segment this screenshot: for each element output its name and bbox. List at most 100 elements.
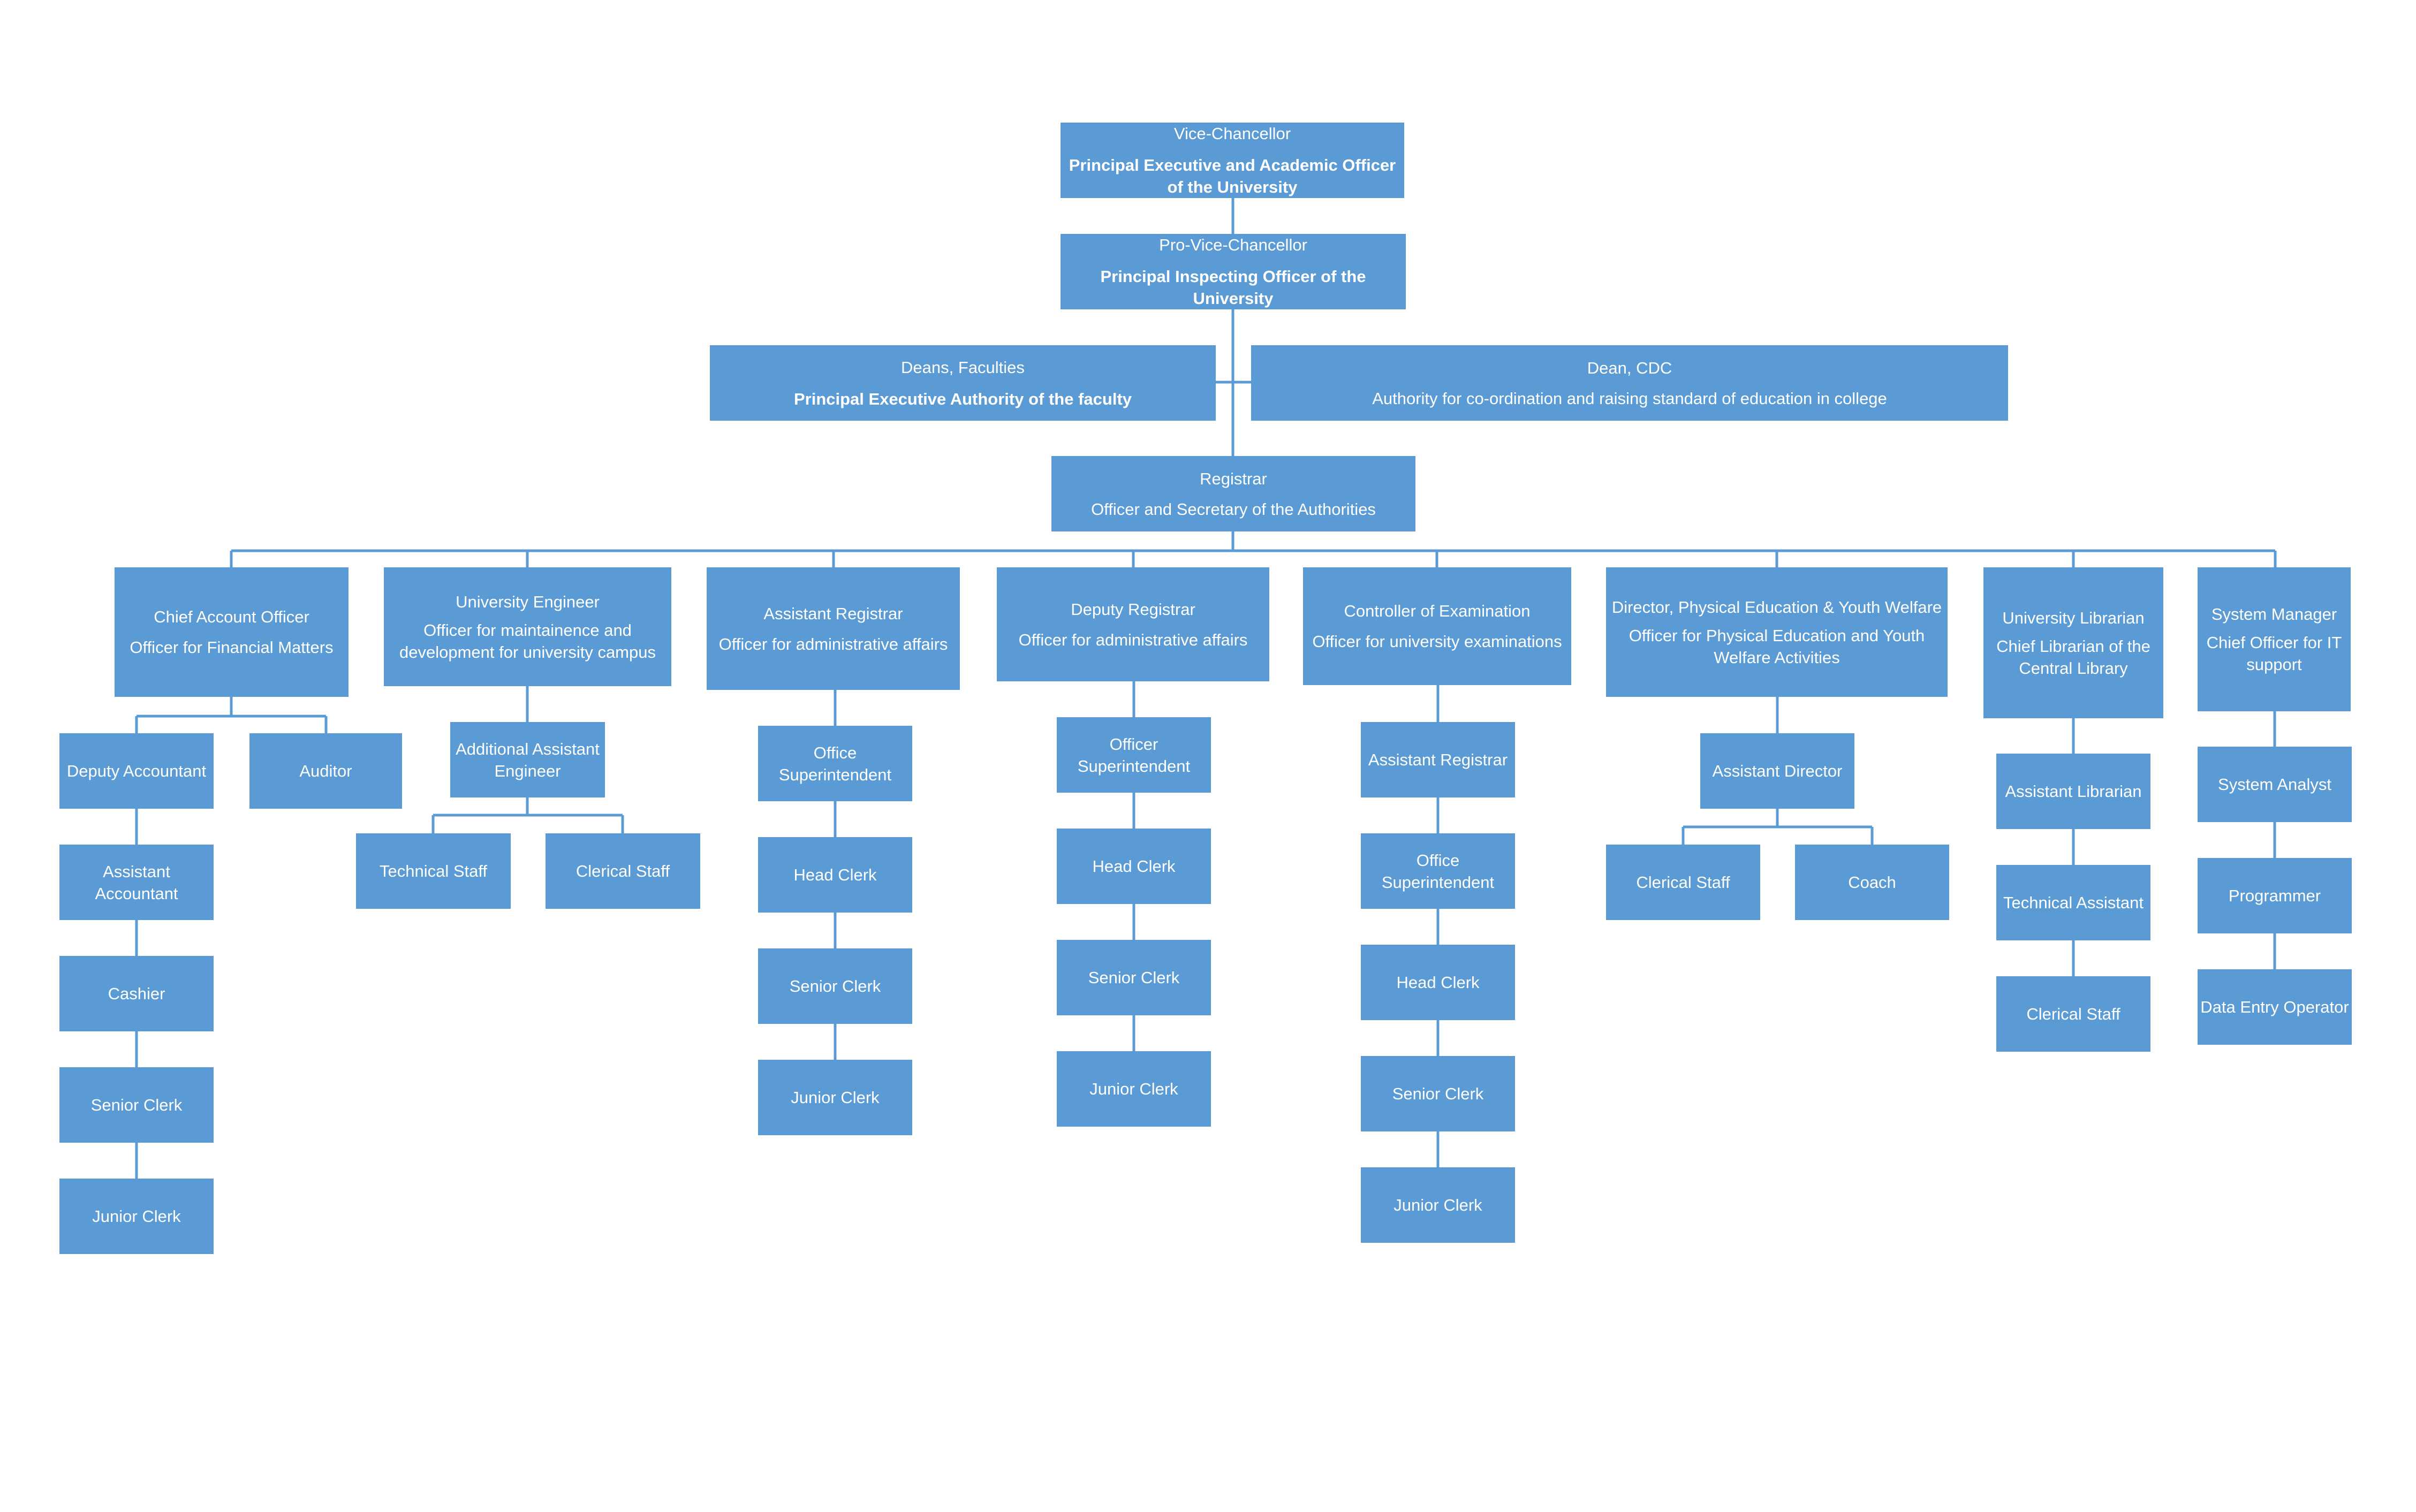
node-title: Assistant Registrar <box>1368 750 1508 769</box>
node-officer-superintendent: Officer Superintendent <box>1057 717 1211 793</box>
node-title: Vice-Chancellor <box>1173 124 1291 143</box>
node-title: Cashier <box>108 984 165 1003</box>
node-description: Principal Inspecting Officer of the Univ… <box>1100 267 1366 308</box>
node-auditor: Auditor <box>249 733 402 809</box>
node-technical-assistant: Technical Assistant <box>1996 865 2150 940</box>
node-title: Junior Clerk <box>1089 1080 1178 1098</box>
node-title: Controller of Examination <box>1344 602 1531 620</box>
node-university-librarian: University Librarian Chief Librarian of … <box>1983 567 2163 718</box>
node-title: Head Clerk <box>1092 857 1176 876</box>
node-title: Data Entry Operator <box>2200 998 2349 1016</box>
node-assistant-registrar: Assistant Registrar Officer for administ… <box>707 567 960 690</box>
node-title: Clerical Staff <box>1636 873 1730 892</box>
node-title: Head Clerk <box>793 865 877 884</box>
node-description: Chief Librarian of the Central Library <box>1996 636 2150 678</box>
node-head-clerk: Head Clerk <box>1361 945 1515 1020</box>
node-junior-clerk: Junior Clerk <box>59 1179 214 1254</box>
node-clerical-staff: Clerical Staff <box>546 833 700 909</box>
node-description: Officer for Financial Matters <box>130 638 334 657</box>
node-deputy-accountant: Deputy Accountant <box>59 733 214 809</box>
node-title: Senior Clerk <box>1088 968 1180 987</box>
node-vice-chancellor: Vice-Chancellor Principal Executive and … <box>1061 123 1404 198</box>
node-title: Clerical Staff <box>575 862 670 880</box>
node-deputy-registrar: Deputy Registrar Officer for administrat… <box>997 567 1269 681</box>
node-title: University Engineer <box>456 592 600 611</box>
node-director-physical-education: Director, Physical Education & Youth Wel… <box>1606 567 1948 697</box>
node-title: Pro-Vice-Chancellor <box>1159 235 1307 254</box>
node-pro-vice-chancellor: Pro-Vice-Chancellor Principal Inspecting… <box>1061 234 1406 309</box>
node-registrar: Registrar Officer and Secretary of the A… <box>1051 456 1415 531</box>
node-description: Principal Executive Authority of the fac… <box>793 389 1132 408</box>
node-description: Officer for Physical Education and Youth… <box>1629 626 1925 667</box>
node-technical-staff: Technical Staff <box>356 833 511 909</box>
node-title: Senior Clerk <box>789 977 881 996</box>
node-title: Clerical Staff <box>2026 1005 2120 1023</box>
node-title: Deputy Registrar <box>1071 599 1195 619</box>
node-title: Assistant Accountant <box>95 862 178 903</box>
node-title: Programmer <box>2228 886 2321 905</box>
node-title: Dean, CDC <box>1587 358 1672 377</box>
node-title: Technical Staff <box>379 862 488 880</box>
node-title: Junior Clerk <box>92 1207 181 1226</box>
node-data-entry-operator: Data Entry Operator <box>2198 969 2352 1045</box>
node-head-clerk: Head Clerk <box>758 837 912 913</box>
node-senior-clerk: Senior Clerk <box>1057 940 1211 1015</box>
node-title: Assistant Registrar <box>763 604 903 623</box>
node-title: Technical Assistant <box>2003 893 2144 912</box>
node-dean-cdc: Dean, CDC Authority for co-ordination an… <box>1251 345 2008 421</box>
node-title: Office Superintendent <box>778 743 892 784</box>
node-title: Assistant Librarian <box>2005 782 2142 801</box>
node-description: Officer for maintainence and development… <box>399 620 656 662</box>
node-description: Authority for co-ordination and raising … <box>1372 389 1887 408</box>
node-title: Office Superintendent <box>1381 850 1495 892</box>
node-head-clerk: Head Clerk <box>1057 829 1211 904</box>
node-title: Deans, Faculties <box>901 358 1025 377</box>
node-title: Head Clerk <box>1396 973 1480 992</box>
node-programmer: Programmer <box>2198 858 2352 933</box>
node-coach: Coach <box>1795 845 1949 920</box>
node-controller-of-examination: Controller of Examination Officer for un… <box>1303 567 1571 685</box>
node-assistant-registrar: Assistant Registrar <box>1361 722 1515 797</box>
node-assistant-accountant: Assistant Accountant <box>59 845 214 920</box>
node-title: Registrar <box>1200 469 1267 488</box>
node-system-analyst: System Analyst <box>2198 747 2352 822</box>
node-assistant-librarian: Assistant Librarian <box>1996 754 2150 829</box>
node-description: Principal Executive and Academic Officer… <box>1069 156 1396 196</box>
node-description: Officer for administrative affairs <box>718 634 948 654</box>
node-title: Coach <box>1848 873 1896 892</box>
node-cashier: Cashier <box>59 956 214 1031</box>
node-assistant-director: Assistant Director <box>1700 733 1854 809</box>
node-title: Junior Clerk <box>791 1088 880 1107</box>
node-senior-clerk: Senior Clerk <box>59 1067 214 1143</box>
node-additional-assistant-engineer: Additional Assistant Engineer <box>450 722 605 797</box>
node-title: Junior Clerk <box>1393 1196 1482 1214</box>
node-title: Senior Clerk <box>90 1096 183 1114</box>
node-title: System Analyst <box>2218 775 2331 794</box>
node-title: Officer Superintendent <box>1077 734 1191 776</box>
node-office-superintendent: Office Superintendent <box>758 726 912 801</box>
node-office-superintendent: Office Superintendent <box>1361 833 1515 909</box>
node-description: Officer for university examinations <box>1312 632 1562 651</box>
node-title: Chief Account Officer <box>154 607 309 626</box>
node-title: Senior Clerk <box>1392 1084 1484 1103</box>
node-deans-faculties: Deans, Faculties Principal Executive Aut… <box>710 345 1216 421</box>
node-clerical-staff: Clerical Staff <box>1606 845 1760 920</box>
node-junior-clerk: Junior Clerk <box>1361 1167 1515 1243</box>
node-system-manager: System Manager Chief Officer for IT supp… <box>2198 567 2351 711</box>
node-senior-clerk: Senior Clerk <box>758 948 912 1024</box>
node-title: Director, Physical Education & Youth Wel… <box>1611 597 1942 617</box>
node-senior-clerk: Senior Clerk <box>1361 1056 1515 1131</box>
node-title: Additional Assistant Engineer <box>456 739 600 780</box>
node-title: Deputy Accountant <box>66 762 207 780</box>
node-title: System Manager <box>2211 605 2337 624</box>
node-title: University Librarian <box>2002 608 2145 627</box>
node-university-engineer: University Engineer Officer for maintain… <box>384 567 671 686</box>
node-clerical-staff: Clerical Staff <box>1996 976 2150 1052</box>
node-description: Officer for administrative affairs <box>1018 630 1248 649</box>
node-title: Assistant Director <box>1712 762 1843 780</box>
node-chief-account-officer: Chief Account Officer Officer for Financ… <box>115 567 349 697</box>
node-junior-clerk: Junior Clerk <box>758 1060 912 1135</box>
node-title: Auditor <box>299 762 352 780</box>
